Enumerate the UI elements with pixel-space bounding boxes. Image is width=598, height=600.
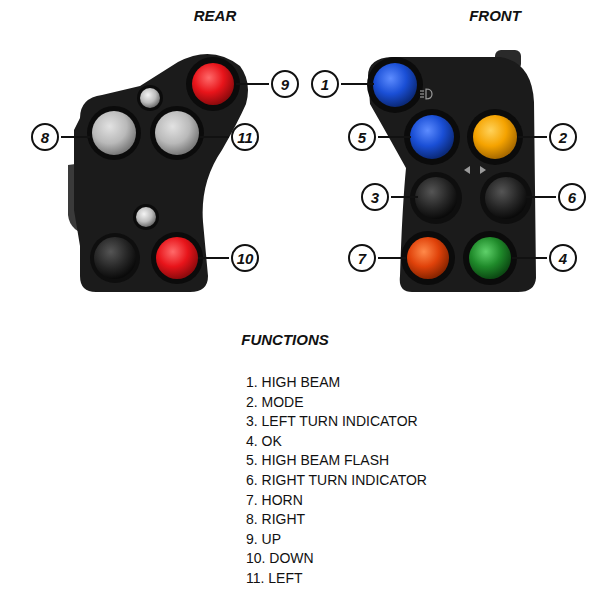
function-item: 2. MODE [246,394,304,410]
function-item: 9. UP [246,531,281,547]
function-item: 3. LEFT TURN INDICATOR [246,413,418,429]
callout-circle: 11 [231,123,259,151]
callout-circle: 4 [549,244,577,272]
callout-number: 8 [41,130,49,145]
callout-circle: 9 [271,70,299,98]
callout-number: 2 [559,130,567,145]
callout-circle: 8 [31,123,59,151]
callout-circle: 5 [348,123,376,151]
rear-switch-housing [68,54,248,292]
headlight-symbol [420,89,432,99]
function-item: 11. LEFT [246,570,303,586]
function-item: 7. HORN [246,492,303,508]
callout-circle: 2 [549,123,577,151]
callout-circle: 1 [311,70,339,98]
callout-number: 9 [281,77,289,92]
callout-number: 7 [358,251,366,266]
callout-number: 10 [237,251,254,266]
panel-heading: REAR [194,7,237,24]
right-arrow-symbol [480,166,486,174]
leader-lines [61,84,556,258]
function-item: 10. DOWN [246,550,314,566]
function-item: 6. RIGHT TURN INDICATOR [246,472,427,488]
callout-number: 5 [358,130,366,145]
function-item: 4. OK [246,433,282,449]
function-item: 5. HIGH BEAM FLASH [246,452,389,468]
callout-circle: 7 [348,244,376,272]
callout-number: 1 [321,77,329,92]
callout-circle: 6 [558,183,586,211]
list-heading: FUNCTIONS [241,331,329,348]
callout-number: 4 [559,251,567,266]
left-arrow-symbol [464,166,470,174]
callout-number: 3 [371,190,379,205]
callout-circle: 3 [361,183,389,211]
panel-heading: FRONT [469,7,521,24]
function-item: 1. HIGH BEAM [246,374,340,390]
function-item: 8. RIGHT [246,511,305,527]
callout-number: 6 [568,190,576,205]
callout-circle: 10 [231,244,259,272]
front-switch-housing [367,50,536,292]
callout-number: 11 [237,130,253,145]
